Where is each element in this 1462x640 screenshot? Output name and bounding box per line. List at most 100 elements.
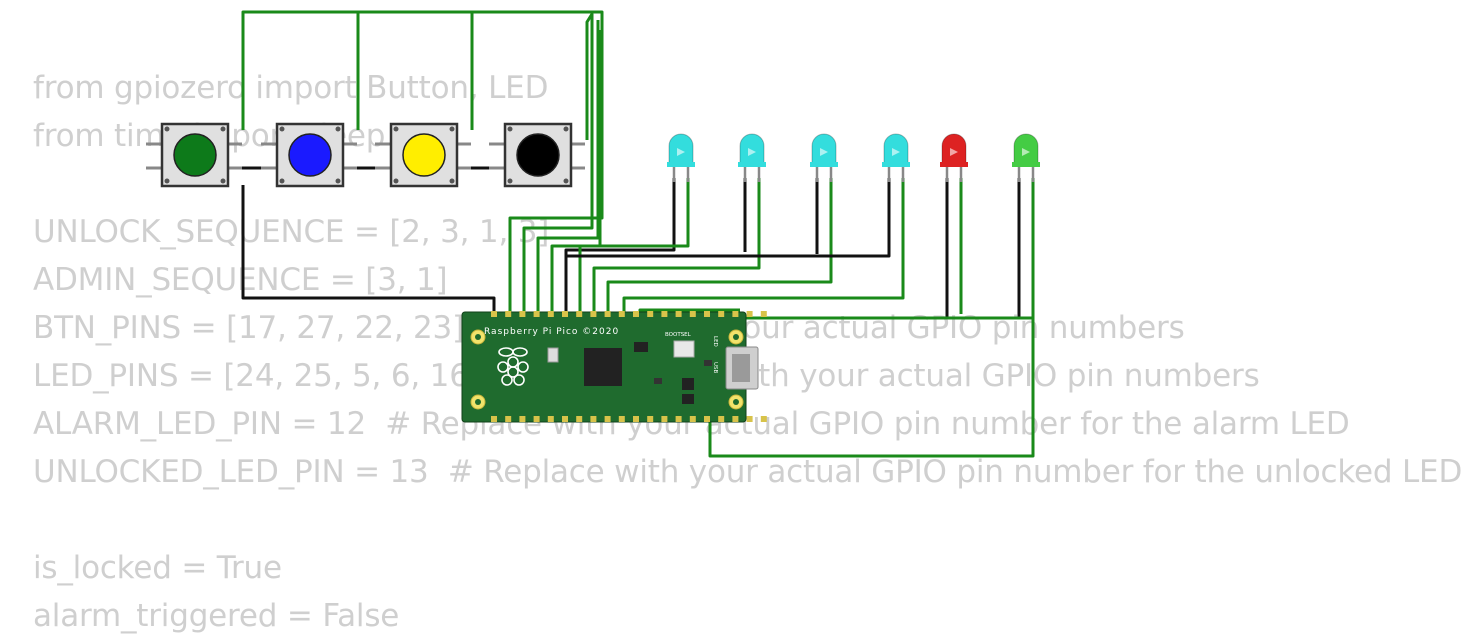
wire-led4-signal xyxy=(622,178,905,312)
rp2040-chip xyxy=(584,348,622,386)
led-cyan xyxy=(882,133,910,182)
button-cap xyxy=(516,133,560,177)
wire-led3-signal xyxy=(606,178,833,312)
led-die xyxy=(892,148,900,156)
button-corner xyxy=(220,126,226,132)
bootsel-label: BOOTSEL xyxy=(665,332,692,338)
pin-pad xyxy=(675,311,682,317)
usb-port xyxy=(732,354,750,382)
wire-bus-a xyxy=(536,20,600,312)
wire-led-return xyxy=(708,318,1035,458)
pin-pad xyxy=(590,416,597,422)
pin-pad xyxy=(689,311,696,317)
led-die xyxy=(820,148,828,156)
mount-hole xyxy=(475,334,481,340)
bootsel-button xyxy=(673,340,695,358)
button-corner xyxy=(393,126,399,132)
led-rim xyxy=(1012,162,1040,167)
led-die xyxy=(677,148,685,156)
pushbutton-black xyxy=(489,122,585,188)
led-rim xyxy=(667,162,695,167)
pin-pad xyxy=(519,416,526,422)
button-corner xyxy=(507,178,513,184)
smd-part xyxy=(704,360,712,366)
code-line: ALARM_LED_PIN = 12 # Replace with your a… xyxy=(33,406,1350,442)
button-corner xyxy=(335,126,341,132)
flash-chip xyxy=(634,342,648,352)
pin-pad xyxy=(661,311,668,317)
pin-pad xyxy=(647,416,654,422)
button-cap xyxy=(402,133,446,177)
pin-pad xyxy=(661,416,668,422)
smd-part xyxy=(654,378,662,384)
pushbuttons xyxy=(146,122,585,188)
button-corner xyxy=(563,178,569,184)
pin-pad xyxy=(562,416,568,422)
mount-hole xyxy=(733,334,739,340)
circuit-diagram: Raspberry Pi Pico ©2020 BOOTSEL LED USB xyxy=(146,10,1040,458)
led-rim xyxy=(882,162,910,167)
code-line: UNLOCKED_LED_PIN = 13 # Replace with you… xyxy=(33,454,1462,490)
pin-pad xyxy=(533,416,540,422)
button-corner xyxy=(449,126,455,132)
pin-header-top xyxy=(491,311,767,317)
pin-pad xyxy=(732,416,739,422)
led-body xyxy=(941,133,967,165)
pin-pad xyxy=(505,311,512,317)
wire-led1-signal xyxy=(578,178,690,312)
pin-pad xyxy=(718,416,725,422)
code-line: alarm_triggered = False xyxy=(33,598,400,634)
led-rim xyxy=(810,162,838,167)
button-corner xyxy=(279,126,285,132)
button-corner xyxy=(393,178,399,184)
pin-pad xyxy=(746,311,753,317)
led-body xyxy=(668,133,694,165)
pin-pad xyxy=(576,311,583,317)
mount-hole xyxy=(733,399,739,405)
smd-part xyxy=(682,378,694,390)
led-green xyxy=(1012,133,1040,182)
button-corner xyxy=(164,178,170,184)
wire-led4-ground xyxy=(566,178,891,258)
pin-pad xyxy=(547,416,554,422)
pin-pad xyxy=(704,311,710,317)
led-cyan xyxy=(810,133,838,182)
pushbutton-green xyxy=(146,122,242,188)
pin-pad xyxy=(576,416,583,422)
pin-pad xyxy=(547,311,554,317)
button-corner xyxy=(563,126,569,132)
code-line: is_locked = True xyxy=(33,550,282,586)
leds xyxy=(667,133,1040,182)
pin-pad xyxy=(505,416,512,422)
pin-pad xyxy=(519,311,526,317)
pin-pad xyxy=(718,311,725,317)
pin-pad xyxy=(604,311,611,317)
smd-part xyxy=(682,394,694,404)
wire-led2-signal xyxy=(592,178,761,312)
usb-label: USB xyxy=(712,362,718,374)
code-line: UNLOCK_SEQUENCE = [2, 3, 1, 3] xyxy=(33,214,550,250)
led-rim xyxy=(940,162,968,167)
pin-pad xyxy=(689,416,696,422)
button-corner xyxy=(449,178,455,184)
button-corner xyxy=(335,178,341,184)
pin-pad xyxy=(704,416,710,422)
pin-pad xyxy=(533,311,540,317)
button-corner xyxy=(164,126,170,132)
led-body xyxy=(739,133,765,165)
wire-bus-b xyxy=(550,30,602,312)
pin-pad xyxy=(604,416,611,422)
led-cyan xyxy=(667,133,695,182)
pin-pad xyxy=(633,416,639,422)
code-line: from gpiozero import Button, LED xyxy=(33,70,549,106)
wires xyxy=(228,10,1035,458)
wire-button-black xyxy=(522,12,594,312)
raspberry-logo-icon xyxy=(497,347,529,386)
pin-pad xyxy=(675,416,682,422)
button-corner xyxy=(220,178,226,184)
led-rim xyxy=(738,162,766,167)
pin-pad xyxy=(590,311,597,317)
led-cyan xyxy=(738,133,766,182)
led-die xyxy=(1022,148,1030,156)
wire-led1-ground xyxy=(564,178,676,312)
